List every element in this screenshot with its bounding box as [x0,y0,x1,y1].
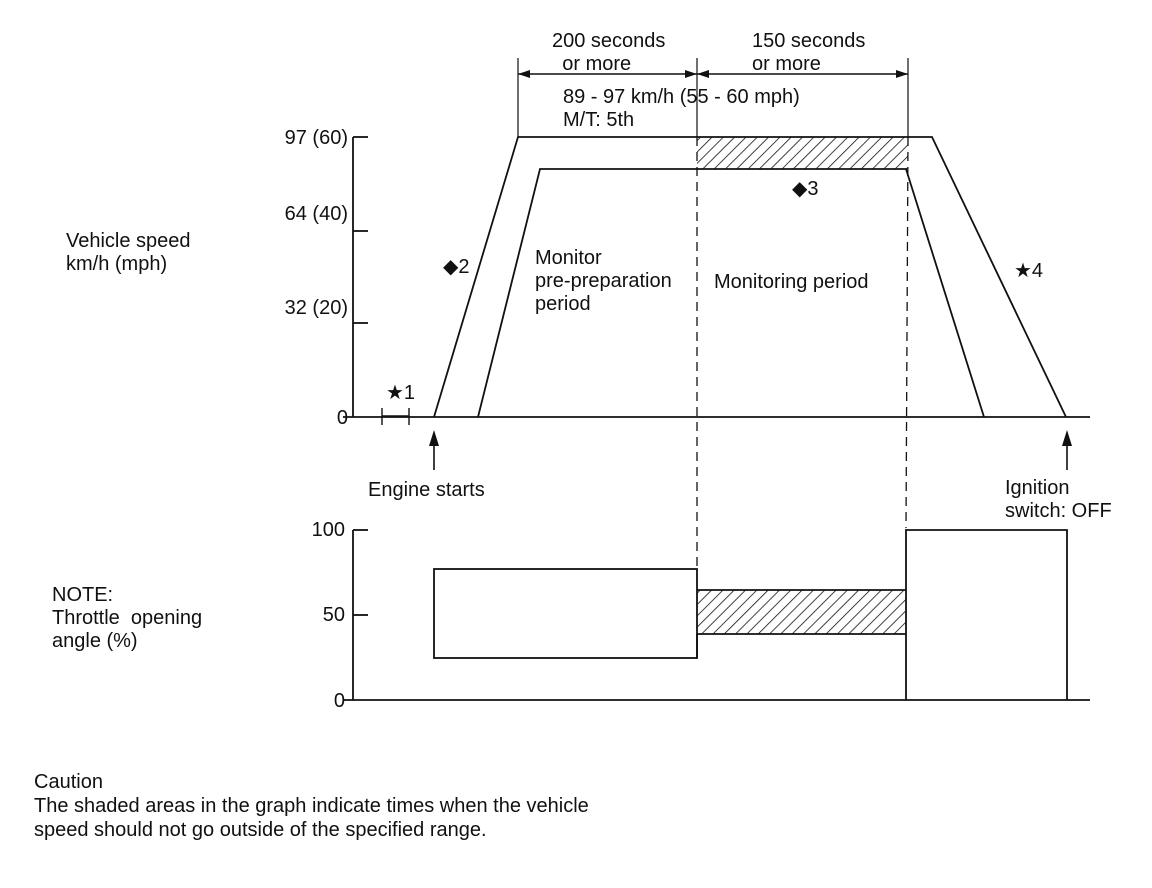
engine-start-arrowhead [429,430,439,446]
marker-star-4: ★4 [1014,260,1044,282]
dim-arrowhead-mid-right [697,70,709,78]
caution-line-1: The shaded areas in the graph indicate t… [34,795,589,817]
monitoring-period-label: Monitoring period [714,271,869,293]
throttle-tick-label-100: 100 [311,519,345,541]
dim-arrowhead-left [518,70,530,78]
caution-title: Caution [34,771,103,793]
speed-shaded-area [697,137,908,169]
marker-diamond-3: ◆3 [792,178,819,200]
ignition-arrowhead [1062,430,1072,446]
throttle-box-pre-preparation [433,568,698,659]
duration-1-label: 200 seconds or more [552,30,666,75]
throttle-chart [343,529,1090,701]
pre-preparation-period-label: Monitor pre-preparation period [535,247,672,315]
lower-speed-trace [477,168,985,418]
speed-tick-label-32: 32 (20) [284,297,348,319]
duration-2-label: 150 seconds or more [752,30,866,75]
caution-line-2: speed should not go outside of the speci… [34,819,487,841]
upper-speed-trace [433,136,1067,418]
throttle-note-label: NOTE: Throttle opening angle (%) [52,584,203,652]
dashed-line-right [905,136,909,529]
speed-tick-label-0: 0 [336,407,348,429]
dashed-connectors [696,136,909,568]
ignition-switch-label: Ignition switch: OFF [1005,477,1112,522]
speed-tick-label-97: 97 (60) [284,127,348,149]
throttle-tick-label-0: 0 [333,690,345,712]
dim-arrowhead-right [896,70,908,78]
engine-starts-label: Engine starts [368,479,485,501]
throttle-box-full [905,529,1068,700]
speed-axis-label: Vehicle speed km/h (mph) [66,230,191,275]
dim-arrowhead-mid-left [685,70,697,78]
speed-spec-label: 89 - 97 km/h (55 - 60 mph) M/T: 5th [563,86,800,131]
speed-tick-label-64: 64 (40) [284,203,348,225]
marker-star-1: ★1 [386,382,416,404]
speed-chart [343,58,1090,470]
throttle-shaded-area [697,590,906,634]
marker-diamond-2: ◆2 [443,256,470,278]
caution-caption: Caution The shaded areas in the graph in… [34,770,589,842]
throttle-tick-label-50: 50 [322,604,345,626]
